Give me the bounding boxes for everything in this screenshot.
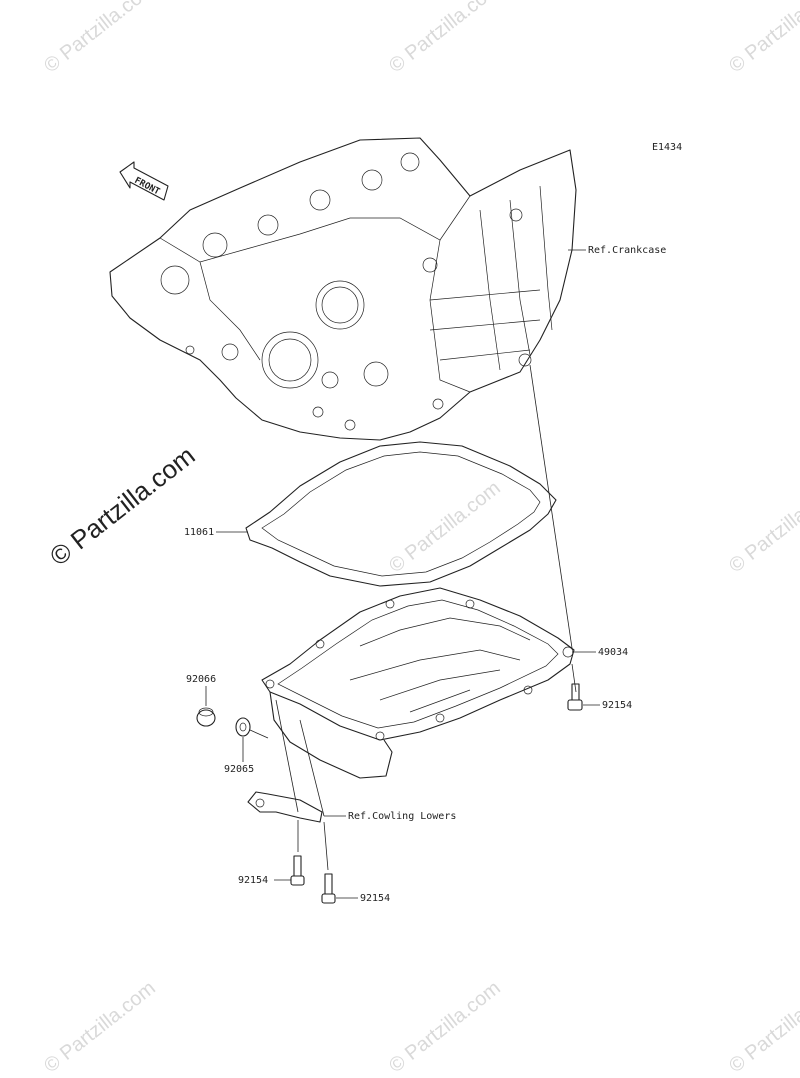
callout-cowling: Ref.Cowling Lowers — [348, 811, 456, 822]
washer — [235, 717, 251, 737]
callout-gasket: 11061 — [184, 527, 214, 538]
callout-washer: 92065 — [224, 764, 254, 775]
front-label: FRONT — [133, 176, 162, 198]
front-arrow-icon: FRONT — [119, 161, 169, 201]
alignment-line — [529, 364, 573, 649]
alignment-line-left — [275, 699, 299, 813]
bolt-right — [567, 663, 583, 711]
oil-pan — [261, 587, 575, 779]
bolt-left — [290, 855, 305, 886]
callout-bolt-bottom: 92154 — [360, 893, 390, 904]
crankcase-drawing — [109, 137, 577, 441]
cowling-bracket — [247, 791, 323, 823]
drain-plug — [196, 707, 216, 727]
callout-bolt-right: 92154 — [602, 700, 632, 711]
bolt-bottom — [321, 873, 336, 904]
callout-crankcase: Ref.Crankcase — [588, 245, 666, 256]
callout-pan-plug-bolt: 49034 — [598, 647, 628, 658]
alignment-line-mid — [299, 719, 325, 817]
callout-bolt-left: 92154 — [238, 875, 268, 886]
diagram-id: E1434 — [652, 142, 682, 153]
leader-bolt-bottom-axis — [323, 821, 329, 871]
parts-diagram: E1434 FRONT Ref.Crankcase — [109, 137, 682, 904]
leader-washer — [249, 729, 269, 739]
callout-drain-plug: 92066 — [186, 674, 216, 685]
oil-pan-gasket — [245, 441, 557, 587]
